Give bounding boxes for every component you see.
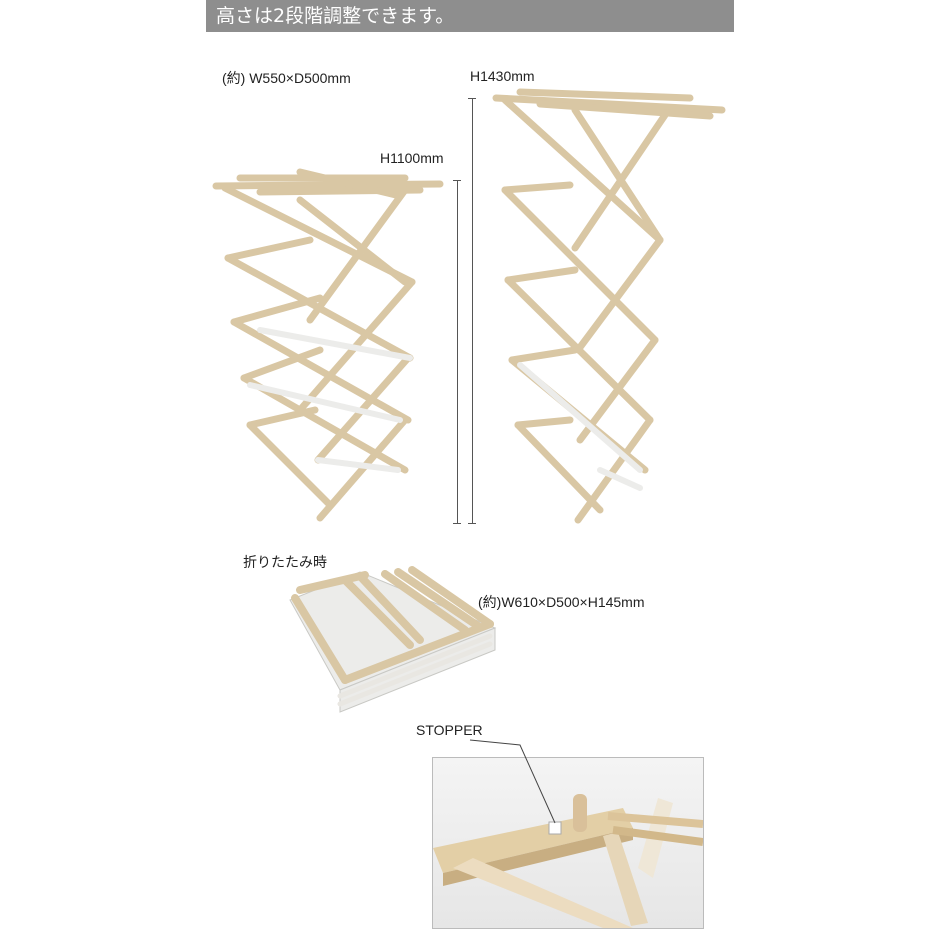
- low-rack-dimension-tick-top: [453, 180, 461, 181]
- high-rack-dimension-line: [472, 98, 473, 524]
- header-title: 高さは2段階調整できます。: [216, 5, 455, 27]
- low-rack-height-label: H1100mm: [380, 150, 444, 166]
- stopper-label: STOPPER: [416, 722, 483, 738]
- low-rack-dimension-line: [457, 180, 458, 524]
- high-rack-height-label: H1430mm: [470, 68, 535, 84]
- stopper-detail-photo: [432, 757, 704, 929]
- low-rack-size-label: (約) W550×D500mm: [222, 70, 351, 86]
- folded-size-label: (約)W610×D500×H145mm: [478, 594, 645, 610]
- stopper-detail-illustration: [433, 794, 703, 928]
- high-rack-dimension-tick-top: [468, 98, 476, 99]
- high-rack-dimension-tick-bottom: [468, 523, 476, 524]
- header-banner: 高さは2段階調整できます。: [206, 0, 734, 32]
- folded-caption: 折りたたみ時: [243, 554, 327, 570]
- low-rack-dimension-tick-bottom: [453, 523, 461, 524]
